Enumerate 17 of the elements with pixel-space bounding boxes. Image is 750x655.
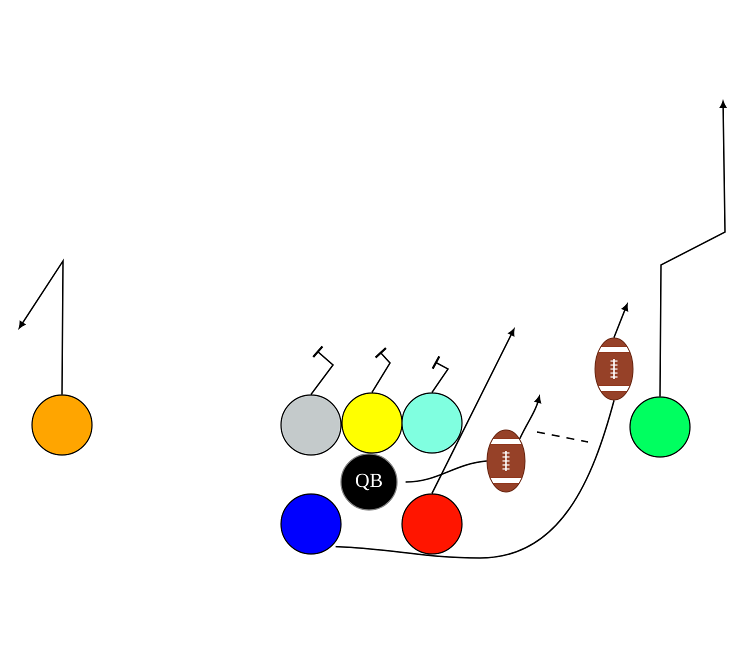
- player-circle: [401, 493, 463, 555]
- player-circle: [629, 396, 691, 458]
- route-line: [336, 400, 615, 559]
- block-line: [310, 346, 334, 395]
- player-circle: [31, 394, 93, 456]
- player-circle: [280, 493, 342, 555]
- player-circle: [401, 392, 463, 454]
- route-arrow: [613, 304, 628, 338]
- route-arrow: [431, 328, 515, 494]
- route-arrow: [659, 100, 726, 396]
- football-icon: [594, 338, 634, 400]
- route-arrow: [18, 258, 64, 394]
- player-circle: [280, 394, 342, 456]
- route-arrow: [519, 396, 542, 440]
- football-icon: [486, 430, 526, 492]
- player-circle: [341, 392, 403, 454]
- route-line: [406, 460, 487, 483]
